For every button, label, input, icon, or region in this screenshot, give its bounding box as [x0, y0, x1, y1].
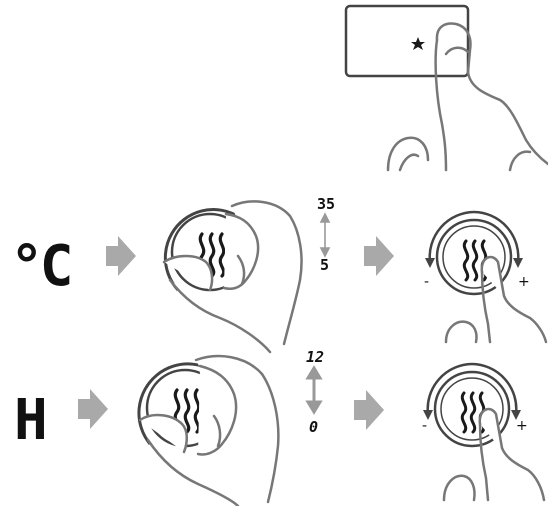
night-mode-button	[346, 6, 468, 76]
temperature-max-label: 35	[317, 195, 335, 213]
arrow-head-right	[513, 258, 523, 268]
hours-dial-turn	[139, 356, 278, 506]
temperature-range: 35 5	[317, 195, 335, 274]
right-arrow-icon	[78, 389, 108, 429]
hours-row: H 12 0	[14, 348, 544, 506]
temperature-mode-display: °C	[10, 234, 70, 299]
temperature-row: °C 35 5	[10, 195, 546, 352]
dial-minus-label: -	[424, 274, 429, 290]
hours-mode-display: H	[14, 388, 48, 453]
right-arrow-icon	[106, 236, 136, 276]
hours-range: 12 0	[306, 348, 324, 436]
right-arrow-icon	[354, 390, 384, 430]
right-arrow-icon	[364, 236, 394, 276]
double-arrow-icon	[308, 368, 320, 412]
hours-max-label: 12	[306, 348, 324, 366]
dial-plus-label: +	[518, 274, 530, 290]
arrow-head-left	[425, 258, 435, 268]
night-mode-step	[346, 6, 548, 170]
hours-min-label: 0	[309, 418, 318, 436]
hours-dial-adjust: - +	[422, 364, 544, 500]
temperature-dial-adjust: - +	[424, 212, 546, 342]
dial-plus-label: +	[516, 418, 528, 434]
double-arrow-icon	[321, 214, 329, 256]
temperature-min-label: 5	[320, 256, 329, 274]
temperature-dial-turn	[164, 201, 302, 352]
dial-minus-label: -	[422, 418, 427, 434]
